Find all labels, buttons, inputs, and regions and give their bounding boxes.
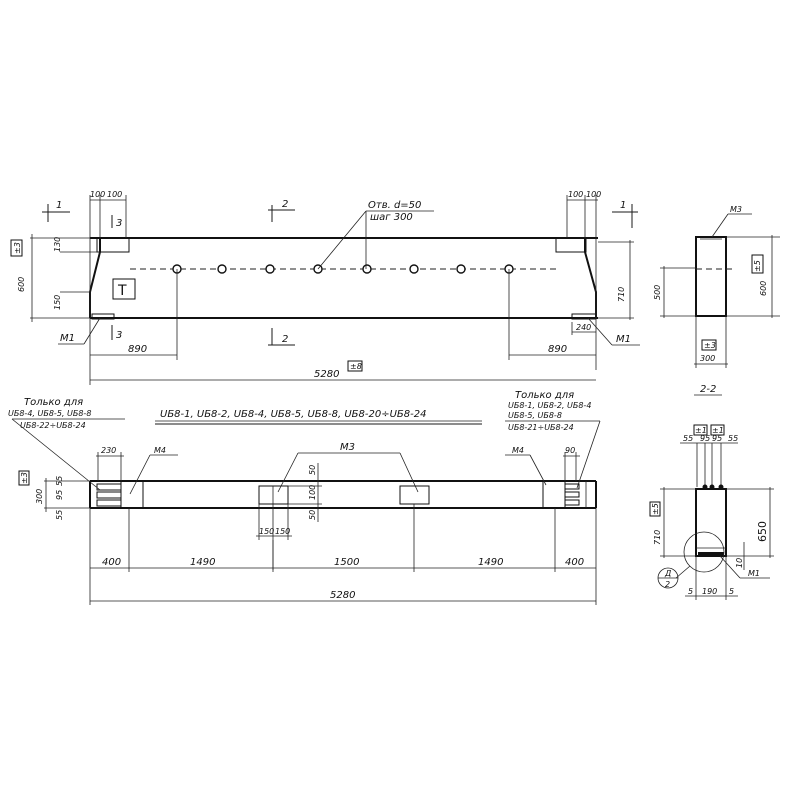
sec22-dim-500: 500 bbox=[653, 285, 662, 300]
dim-left-100b: 100 bbox=[107, 190, 122, 199]
sec22-dim-300: 300 bbox=[700, 354, 715, 363]
mark-T-box bbox=[112, 278, 136, 300]
plan-dim-100: 100 bbox=[308, 485, 317, 500]
sec22-title: 2-2 bbox=[700, 384, 716, 395]
plan-note-right-4: UБ8-21÷UБ8-24 bbox=[508, 423, 574, 432]
plate-M3-right bbox=[399, 485, 430, 505]
sec22-dim-600: 600 bbox=[759, 281, 768, 296]
plan-dim-55b: 55 bbox=[55, 510, 64, 520]
mark-T: T bbox=[117, 283, 127, 299]
dim-height-710: 710 bbox=[617, 287, 626, 302]
plan-note-right-2: UБ8-1, UБ8-2, UБ8-4 bbox=[508, 401, 591, 410]
dim-total-tol: ±8 bbox=[350, 362, 362, 371]
sec11-tol-a: ±1 bbox=[695, 426, 707, 435]
dim-right-890: 890 bbox=[548, 344, 567, 355]
dim-notch-130: 130 bbox=[53, 237, 62, 252]
sec11-dim-5b: 5 bbox=[729, 587, 734, 596]
plate-M4-right bbox=[542, 480, 566, 509]
holes-note-1: Отв. d=50 bbox=[368, 200, 421, 211]
plan-dim-50a: 50 bbox=[308, 465, 317, 475]
section-3-top: 3 bbox=[116, 218, 122, 229]
plan-dim-230: 230 bbox=[101, 446, 116, 455]
plate-M4-left bbox=[120, 480, 144, 509]
plan-dim-150b: 150 bbox=[275, 527, 290, 536]
plan-dim-95: 95 bbox=[55, 490, 64, 500]
plan-dim-seg2-1490: 1490 bbox=[190, 557, 215, 568]
plan-dim-seg3-1500: 1500 bbox=[334, 557, 359, 568]
plan-label-M3: M3 bbox=[340, 442, 355, 453]
plan-view: UБ8-1, UБ8-2, UБ8-4, UБ8-5, UБ8-8, UБ8-2… bbox=[8, 390, 601, 605]
label-M1-left: M1 bbox=[60, 333, 75, 344]
section-2-2: M3 600 ±5 500 300 ±3 2-2 bbox=[653, 205, 780, 396]
dim-notch-150: 150 bbox=[53, 295, 62, 310]
right-notch-plate bbox=[555, 237, 587, 253]
section-1-left: 1 bbox=[56, 200, 62, 211]
plan-dim-300: 300 bbox=[35, 489, 44, 504]
sec11-tol-b: ±1 bbox=[712, 426, 724, 435]
sec11-dim-10: 10 bbox=[735, 558, 744, 568]
plan-dim-seg4-1490: 1490 bbox=[478, 557, 503, 568]
section-2-bottom: 2 bbox=[282, 334, 288, 345]
sec11-label-M1: M1 bbox=[748, 569, 760, 578]
plan-note-left-2: UБ8-4, UБ8-5, UБ8-8 bbox=[8, 409, 91, 418]
dim-right-100a: 100 bbox=[568, 190, 583, 199]
plan-dim-50b: 50 bbox=[308, 510, 317, 520]
elevation-view: T Отв. d=50 шаг 300 1 1 2 2 3 3 100 100 … bbox=[10, 190, 640, 385]
sec11-callout-bottom: 2 bbox=[665, 580, 670, 589]
plan-dim-55a: 55 bbox=[55, 476, 64, 486]
sec11-dim-710: 710 bbox=[653, 530, 662, 545]
section-2-top: 2 bbox=[282, 199, 288, 210]
dim-total-5280: 5280 bbox=[314, 369, 339, 380]
sec11-dim-55b: 55 bbox=[728, 434, 738, 443]
plan-types-title: UБ8-1, UБ8-2, UБ8-4, UБ8-5, UБ8-8, UБ8-2… bbox=[160, 409, 426, 420]
plan-dim-300-tol: ±3 bbox=[20, 472, 29, 484]
plate-M3-left bbox=[258, 485, 289, 505]
dim-right-100b: 100 bbox=[586, 190, 601, 199]
plan-label-M4-left: M4 bbox=[154, 446, 166, 455]
plan-note-right-1: Только для bbox=[515, 390, 574, 401]
plan-note-left-1: Только для bbox=[24, 397, 83, 408]
plan-dim-150a: 150 bbox=[259, 527, 274, 536]
sec11-dim-95b: 95 bbox=[712, 434, 722, 443]
section-1-1: ±1 ±1 55 95 95 55 710 ±5 bbox=[649, 424, 774, 600]
sec22-label-M3: M3 bbox=[730, 205, 742, 214]
left-notch-plate bbox=[96, 237, 130, 253]
dim-height-600-tol: ±3 bbox=[13, 242, 22, 254]
plan-dim-seg1-400: 400 bbox=[102, 557, 121, 568]
left-bottom-plate bbox=[91, 313, 115, 320]
plan-note-right-3: UБ8-5, UБ8-8 bbox=[508, 411, 562, 420]
sec11-callout-top: Д bbox=[664, 569, 671, 578]
sec11-dim-55a: 55 bbox=[683, 434, 693, 443]
plan-label-M4-right: M4 bbox=[512, 446, 524, 455]
section-1-right: 1 bbox=[620, 200, 626, 211]
sec22-dim-300-tol: ±3 bbox=[704, 341, 716, 350]
sec11-dim-190: 190 bbox=[702, 587, 717, 596]
section-3-bottom: 3 bbox=[116, 330, 122, 341]
sec11-dim-710-tol: ±5 bbox=[651, 503, 660, 515]
holes bbox=[172, 264, 514, 274]
sec22-dim-600-tol: ±5 bbox=[753, 260, 762, 272]
dim-left-890: 890 bbox=[128, 344, 147, 355]
dim-plate-240: 240 bbox=[576, 323, 591, 332]
plan-dim-seg5-400: 400 bbox=[565, 557, 584, 568]
plan-note-left-3: UБ8-22÷UБ8-24 bbox=[20, 421, 86, 430]
sec11-dim-95a: 95 bbox=[700, 434, 710, 443]
sec11-dim-650: 650 bbox=[756, 521, 769, 542]
dim-height-600: 600 bbox=[17, 277, 26, 292]
plan-dim-total-5280: 5280 bbox=[330, 590, 355, 601]
sec11-dim-5a: 5 bbox=[688, 587, 693, 596]
label-M1-right: M1 bbox=[616, 334, 631, 345]
dim-left-100a: 100 bbox=[90, 190, 105, 199]
plan-dim-90: 90 bbox=[565, 446, 575, 455]
holes-note-2: шаг 300 bbox=[370, 212, 413, 223]
